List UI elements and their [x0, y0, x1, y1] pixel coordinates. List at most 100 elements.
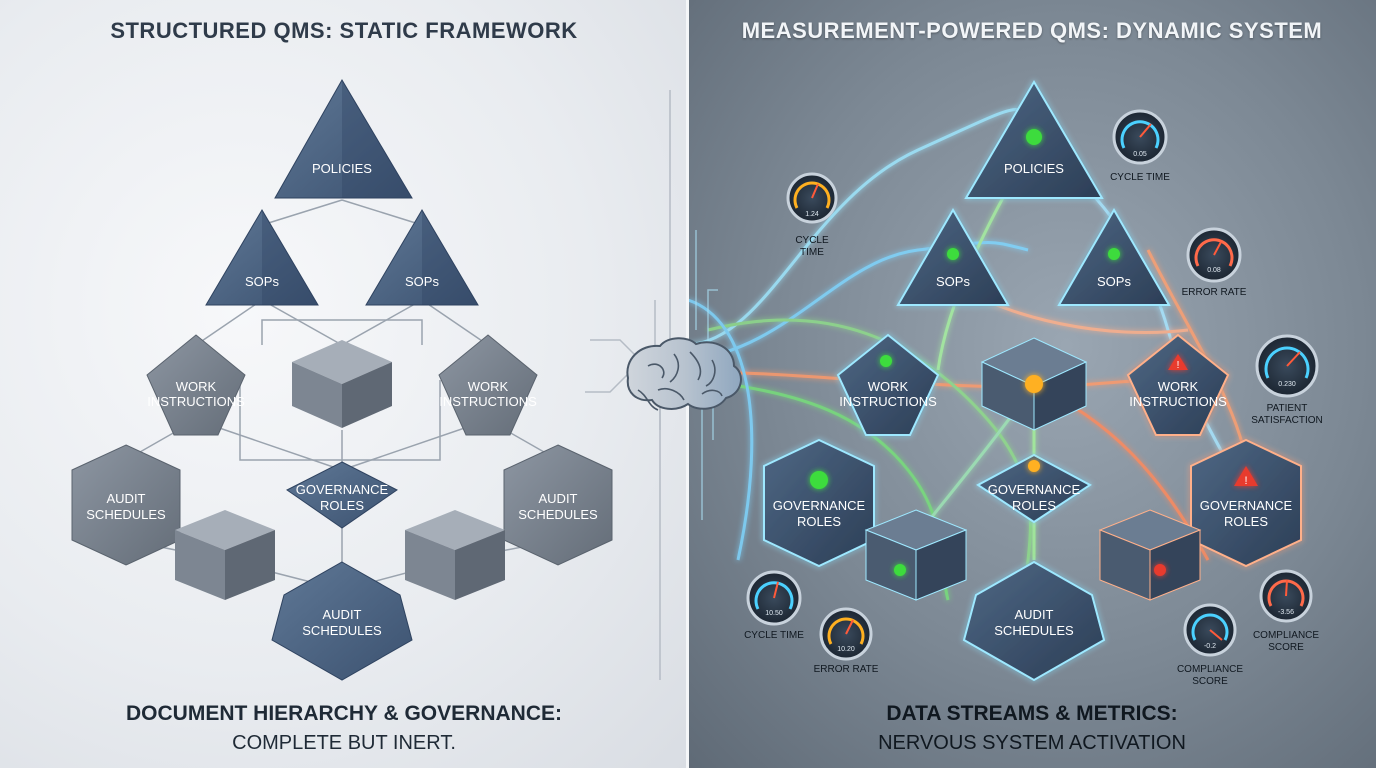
r-work-left-line2: INSTRUCTIONS: [839, 394, 937, 409]
r-sops-right-label: SOPs: [1097, 274, 1131, 289]
gauge-cycle-time-left: 1.24 CYCLE TIME: [786, 172, 838, 258]
gauge-compliance-right-value: -3.56: [1278, 609, 1294, 616]
gauge-compliance-right-label2: SCORE: [1268, 642, 1304, 653]
lower-cube-right: [405, 510, 505, 600]
gauge-compliance-center-label2: SCORE: [1192, 676, 1228, 687]
gauge-error-bottom-label: ERROR RATE: [814, 664, 879, 675]
gauge-error-rate-top: 0.08 ERROR RATE: [1182, 227, 1247, 298]
sops-left-node-live: SOPs: [896, 208, 1010, 306]
center-hub-live: [980, 337, 1088, 431]
hub-status-light: [1025, 375, 1043, 393]
r-work-right-line2: INSTRUCTIONS: [1129, 394, 1227, 409]
work-right-line1: WORK: [468, 379, 509, 394]
audit-right-line2: SCHEDULES: [518, 507, 598, 522]
work-instructions-right-node: WORK INSTRUCTIONS: [438, 334, 538, 436]
gauge-error-bottom-value: 10.20: [837, 646, 855, 653]
r-gov-right-line2: ROLES: [1224, 514, 1268, 529]
gauge-cycle-time-top: 0.05 CYCLE TIME: [1110, 109, 1170, 183]
right-caption-line1: DATA STREAMS & METRICS:: [886, 702, 1178, 725]
audit-bottom-line2: SCHEDULES: [302, 623, 382, 638]
governance-line2: ROLES: [320, 498, 364, 513]
audit-schedules-right-node: AUDIT SCHEDULES: [503, 444, 613, 566]
gov-left-status-light: [810, 471, 828, 489]
work-right-line2: INSTRUCTIONS: [439, 394, 537, 409]
work-left-status-light: [880, 355, 892, 367]
governance-roles-center-live: GOVERNANCE ROLES: [976, 453, 1092, 524]
gauge-cycle-bottom-label: CYCLE TIME: [744, 630, 804, 641]
gauge-compliance-center-value: -0.2: [1204, 643, 1216, 650]
work-left-line1: WORK: [176, 379, 217, 394]
gauge-error-rate-bottom: 10.20 ERROR RATE: [814, 607, 879, 675]
governance-roles-node: GOVERNANCE ROLES: [286, 461, 398, 529]
gauge-cycle-top-label: CYCLE TIME: [1110, 172, 1170, 183]
governance-roles-left-live: GOVERNANCE ROLES: [763, 438, 875, 568]
gauge-compliance-right: -3.56 COMPLIANCE SCORE: [1253, 569, 1319, 653]
dynamic-system-diagram: POLICIES SOPs SOPs WORK INSTRUCTIONS: [688, 80, 1323, 687]
right-panel-title: MEASUREMENT-POWERED QMS: DYNAMIC SYSTEM: [741, 18, 1323, 43]
policies-label: POLICIES: [312, 161, 372, 176]
svg-text:!: !: [1244, 475, 1247, 487]
policies-status-light: [1026, 129, 1042, 145]
r-gov-left-line2: ROLES: [797, 514, 841, 529]
sops-right-status-light: [1108, 248, 1120, 260]
r-gov-left-line1: GOVERNANCE: [773, 498, 866, 513]
sops-left-label: SOPs: [245, 274, 279, 289]
gov-right-warning-icon: !: [1234, 466, 1258, 487]
governance-roles-right-live: GOVERNANCE ROLES !: [1190, 438, 1302, 568]
work-instructions-left-node: WORK INSTRUCTIONS: [146, 334, 246, 436]
gauge-error-top-label: ERROR RATE: [1182, 287, 1247, 298]
r-audit-line1: AUDIT: [1015, 607, 1054, 622]
lower-cube-right-live: [1098, 509, 1202, 601]
sops-right-node: SOPs: [365, 209, 479, 306]
governance-line1: GOVERNANCE: [296, 482, 389, 497]
sops-right-label: SOPs: [405, 274, 439, 289]
svg-text:!: !: [1177, 360, 1180, 371]
r-gov-right-line1: GOVERNANCE: [1200, 498, 1293, 513]
left-caption-line1: DOCUMENT HIERARCHY & GOVERNANCE:: [126, 702, 562, 725]
gauge-compliance-center: -0.2 COMPLIANCE SCORE: [1177, 603, 1243, 687]
audit-schedules-bottom-live: AUDIT SCHEDULES: [962, 560, 1106, 682]
center-cube: [292, 340, 392, 428]
gauge-patient-label1: PATIENT: [1267, 403, 1308, 414]
left-panel-title: STRUCTURED QMS: STATIC FRAMEWORK: [110, 18, 578, 43]
left-caption-line2: COMPLETE BUT INERT.: [232, 732, 456, 754]
gauge-cycle-left-label2: TIME: [800, 247, 824, 258]
work-instructions-right-live: WORK INSTRUCTIONS !: [1126, 333, 1230, 436]
audit-bottom-line1: AUDIT: [323, 607, 362, 622]
gauge-cycle-top-value: 0.05: [1133, 151, 1147, 158]
static-framework-panel: STRUCTURED QMS: STATIC FRAMEWORK: [0, 0, 688, 768]
gauge-patient-satisfaction: 0.230 PATIENT SATISFACTION: [1251, 334, 1323, 426]
gauge-patient-label2: SATISFACTION: [1251, 415, 1323, 426]
r-gov-center-line2: ROLES: [1012, 498, 1056, 513]
audit-left-line1: AUDIT: [107, 491, 146, 506]
work-instructions-left-live: WORK INSTRUCTIONS: [836, 333, 940, 436]
work-left-line2: INSTRUCTIONS: [147, 394, 245, 409]
static-hierarchy-diagram: POLICIES SOPs SOPs WORK INSTRUCTIONS: [71, 79, 688, 681]
gov-center-status-light: [1028, 460, 1040, 472]
sops-left-node: SOPs: [205, 209, 319, 306]
lower-cube-left-live: [864, 509, 968, 601]
gauge-error-top-value: 0.08: [1207, 267, 1221, 274]
gauge-cycle-bottom-value: 10.50: [765, 610, 783, 617]
r-gov-center-line1: GOVERNANCE: [988, 482, 1081, 497]
audit-schedules-bottom-node: AUDIT SCHEDULES: [271, 561, 413, 681]
work-right-warning-icon: !: [1168, 354, 1188, 371]
r-policies-label: POLICIES: [1004, 161, 1064, 176]
lower-cube-left: [175, 510, 275, 600]
brain-icon: [626, 337, 742, 411]
r-work-right-line1: WORK: [1158, 379, 1199, 394]
policies-node-live: POLICIES: [964, 80, 1104, 199]
audit-left-line2: SCHEDULES: [86, 507, 166, 522]
gauge-cycle-left-label1: CYCLE: [795, 235, 829, 246]
audit-right-line1: AUDIT: [539, 491, 578, 506]
gauge-patient-value: 0.230: [1278, 381, 1296, 388]
r-work-left-line1: WORK: [868, 379, 909, 394]
gauge-cycle-left-value: 1.24: [805, 211, 819, 218]
r-sops-left-label: SOPs: [936, 274, 970, 289]
sops-left-status-light: [947, 248, 959, 260]
gauge-compliance-right-label1: COMPLIANCE: [1253, 630, 1319, 641]
r-audit-line2: SCHEDULES: [994, 623, 1074, 638]
gauge-cycle-time-bottom: 10.50 CYCLE TIME: [744, 570, 804, 641]
right-caption-line2: NERVOUS SYSTEM ACTIVATION: [878, 732, 1186, 754]
policies-node: POLICIES: [274, 79, 413, 199]
